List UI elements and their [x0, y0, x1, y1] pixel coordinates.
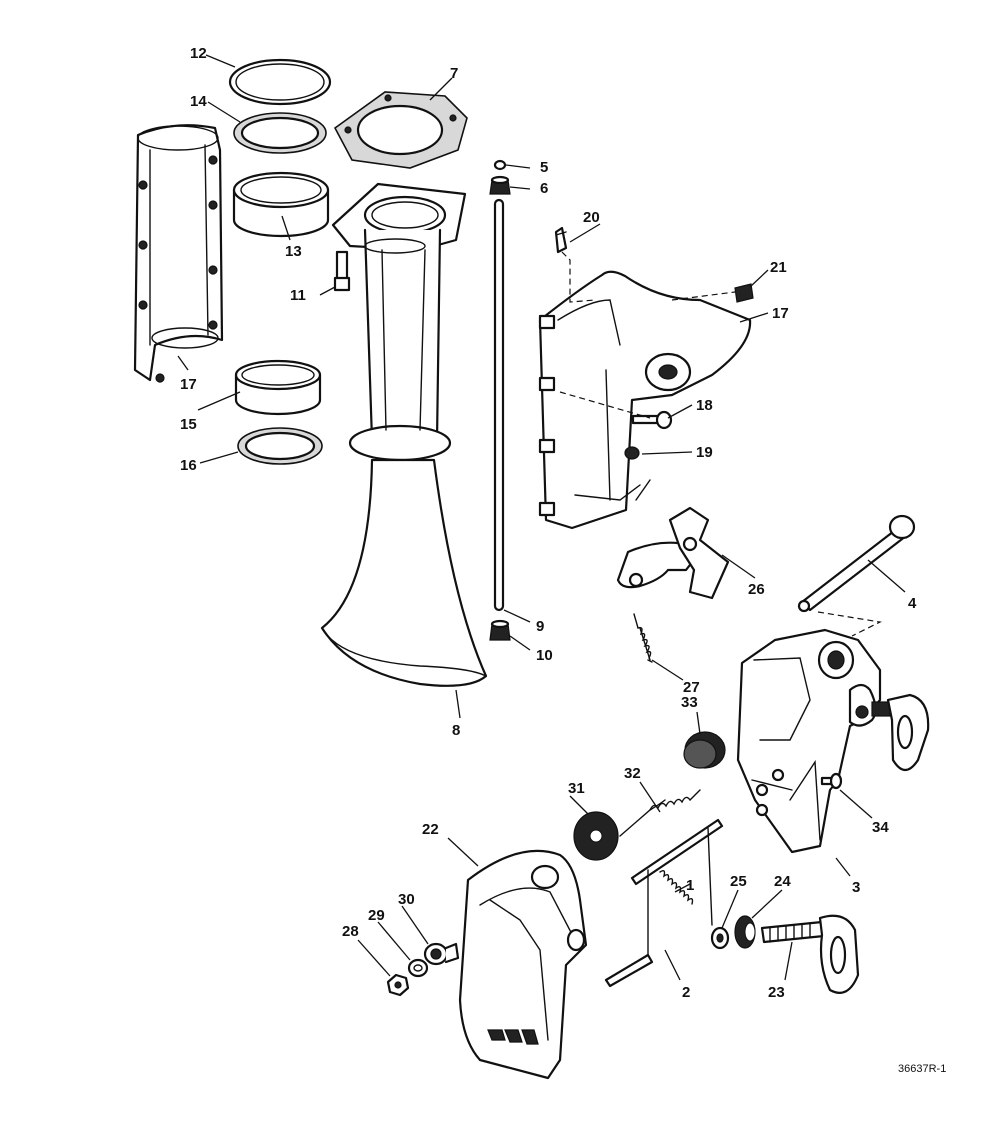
- callout-4: 4: [908, 595, 917, 612]
- part-5-washer: [493, 159, 507, 171]
- callout-6: 6: [540, 180, 548, 197]
- part-13-sleeve: [232, 171, 330, 238]
- part-10-grommet: [489, 619, 511, 641]
- leader-lines: [177, 54, 906, 981]
- part-8-exhaust-tube: [320, 182, 488, 687]
- part-25-washer: [710, 926, 730, 950]
- callout-10: 10: [536, 647, 553, 664]
- callout-30: 30: [398, 891, 415, 908]
- callout-18: 18: [696, 397, 713, 414]
- callout-21: 21: [770, 259, 787, 276]
- callout-3: 3: [852, 879, 860, 896]
- callout-23: 23: [768, 984, 785, 1001]
- callout-26: 26: [748, 581, 765, 598]
- part-28-nut: [386, 973, 410, 997]
- part-24-pad: [734, 915, 756, 949]
- part-33-knob: [683, 731, 726, 769]
- callout-7: 7: [450, 65, 458, 82]
- part-32-spring: [619, 789, 701, 837]
- part-19-nut: [624, 446, 640, 460]
- callout-32: 32: [624, 765, 641, 782]
- part-21-setscrew: [734, 283, 754, 303]
- part-4-pin: [797, 514, 916, 613]
- callout-24: 24: [774, 873, 791, 890]
- callout-27: 27: [683, 679, 700, 696]
- callout-12: 12: [190, 45, 207, 62]
- callout-33: 33: [681, 694, 698, 711]
- callout-9: 9: [536, 618, 544, 635]
- callout-25: 25: [730, 873, 747, 890]
- callout-17-left: 17: [180, 376, 197, 393]
- callout-28: 28: [342, 923, 359, 940]
- callout-22: 22: [422, 821, 439, 838]
- part-11-screw: [333, 250, 351, 292]
- part-17-housing-half: [133, 124, 224, 383]
- part-2-tilt-lever: [604, 818, 724, 988]
- part-14-gasket: [233, 112, 327, 154]
- part-9-rod: [493, 198, 505, 612]
- callout-31: 31: [568, 780, 585, 797]
- callout-14: 14: [190, 93, 207, 110]
- callout-15: 15: [180, 416, 197, 433]
- callout-16: 16: [180, 457, 197, 474]
- part-18-screw: [631, 410, 673, 430]
- callout-20: 20: [583, 209, 600, 226]
- callout-11: 11: [290, 287, 306, 304]
- part-27-spring: [633, 613, 653, 663]
- part-30-bushing: [423, 942, 460, 966]
- part-16-gasket: [237, 427, 323, 465]
- callout-29: 29: [368, 907, 385, 924]
- part-7-gasket-plate: [333, 91, 468, 169]
- part-1-spring: [659, 869, 694, 905]
- callout-17-right: 17: [772, 305, 789, 322]
- part-31-disc: [573, 811, 619, 861]
- part-26-clamp-bracket: [616, 506, 730, 600]
- part-3-stern-bracket: [736, 628, 882, 854]
- part-34-screw: [820, 772, 843, 790]
- callout-5: 5: [540, 159, 548, 176]
- part-17-swivel-housing: [538, 270, 752, 530]
- callout-2: 2: [682, 984, 690, 1001]
- part-20-clip: [554, 226, 568, 254]
- part-29-washer: [407, 958, 429, 978]
- figure-code: 36637R-1: [898, 1063, 946, 1075]
- part-22-swivel-bracket: [458, 849, 588, 1080]
- callout-labels: 12 14 7 5 6 20 13 21 11 17 17 18 15 19 1…: [180, 45, 917, 1001]
- part-15-sleeve: [234, 359, 322, 416]
- part-6-grommet: [489, 175, 511, 195]
- alignment-lines: [559, 251, 882, 637]
- callout-1: 1: [686, 877, 694, 894]
- callout-19: 19: [696, 444, 713, 461]
- callout-8: 8: [452, 722, 460, 739]
- callout-34: 34: [872, 819, 889, 836]
- clamp-screw-handle-top: [871, 693, 930, 772]
- part-23-clamp-screw: [760, 914, 860, 994]
- part-12-ring: [228, 58, 332, 106]
- callout-13: 13: [285, 243, 302, 260]
